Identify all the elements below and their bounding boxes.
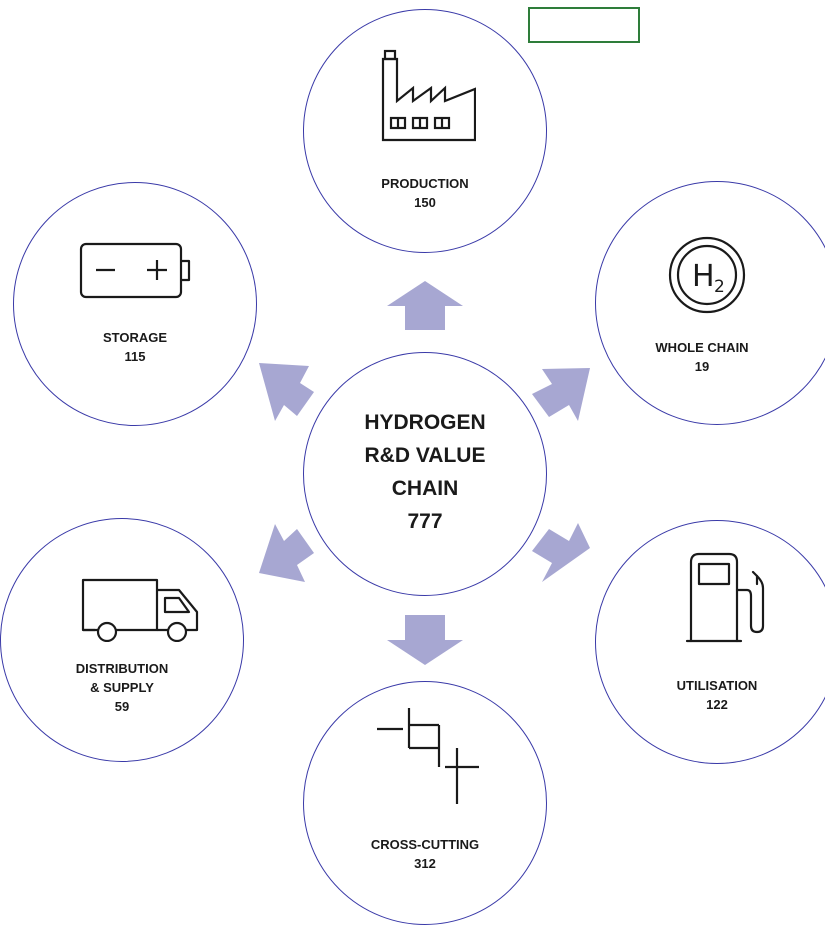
arrow-upper-left: [259, 363, 314, 421]
arrow-upper-right: [532, 368, 590, 421]
whole-chain-label: WHOLE CHAIN: [655, 340, 749, 355]
storage-node: [13, 182, 257, 426]
center-line-1: HYDROGEN: [364, 411, 486, 434]
utilisation-label-block: UTILISATION 122: [595, 676, 825, 714]
svg-text:H: H: [692, 259, 715, 294]
production-node: [303, 9, 547, 253]
center-node: [303, 352, 547, 596]
hydrogen-h2-icon: H 2: [668, 236, 746, 314]
center-line-2: R&D VALUE: [364, 444, 486, 467]
storage-value: 115: [124, 349, 146, 364]
center-title: HYDROGEN R&D VALUE CHAIN 777: [303, 406, 547, 538]
center-total: 777: [407, 510, 443, 533]
svg-text:2: 2: [714, 277, 725, 297]
distribution-value: 59: [114, 699, 130, 714]
cross-cutting-label-block: CROSS-CUTTING 312: [303, 835, 547, 873]
arrow-lower-right: [532, 523, 590, 582]
distribution-node: [0, 518, 244, 762]
storage-label-block: STORAGE 115: [13, 328, 257, 366]
truck-icon: [81, 578, 199, 642]
arrow-up: [387, 281, 463, 330]
utilisation-value: 122: [706, 697, 728, 712]
storage-label: STORAGE: [102, 330, 168, 345]
factory-icon: [381, 49, 476, 142]
distribution-label-line-2: & SUPPLY: [90, 680, 154, 695]
production-label: PRODUCTION: [381, 176, 469, 191]
cross-cutting-icon: [377, 708, 479, 804]
cross-cutting-value: 312: [414, 856, 436, 871]
whole-chain-value: 19: [694, 359, 710, 374]
fuel-pump-icon: [685, 552, 765, 643]
arrow-down: [387, 615, 463, 665]
whole-chain-label-block: WHOLE CHAIN 19: [595, 338, 809, 376]
center-line-3: CHAIN: [391, 477, 459, 500]
arrow-lower-left: [259, 524, 314, 582]
cross-cutting-node: [303, 681, 547, 925]
production-label-block: PRODUCTION 150: [303, 174, 547, 212]
utilisation-label: UTILISATION: [676, 678, 758, 693]
cross-cutting-label: CROSS-CUTTING: [370, 837, 480, 852]
production-value: 150: [414, 195, 436, 210]
distribution-label-line-1: DISTRIBUTION: [75, 661, 169, 676]
empty-highlight-box: [528, 7, 640, 43]
distribution-label-block: DISTRIBUTION & SUPPLY 59: [0, 659, 244, 716]
battery-icon: [79, 242, 191, 299]
